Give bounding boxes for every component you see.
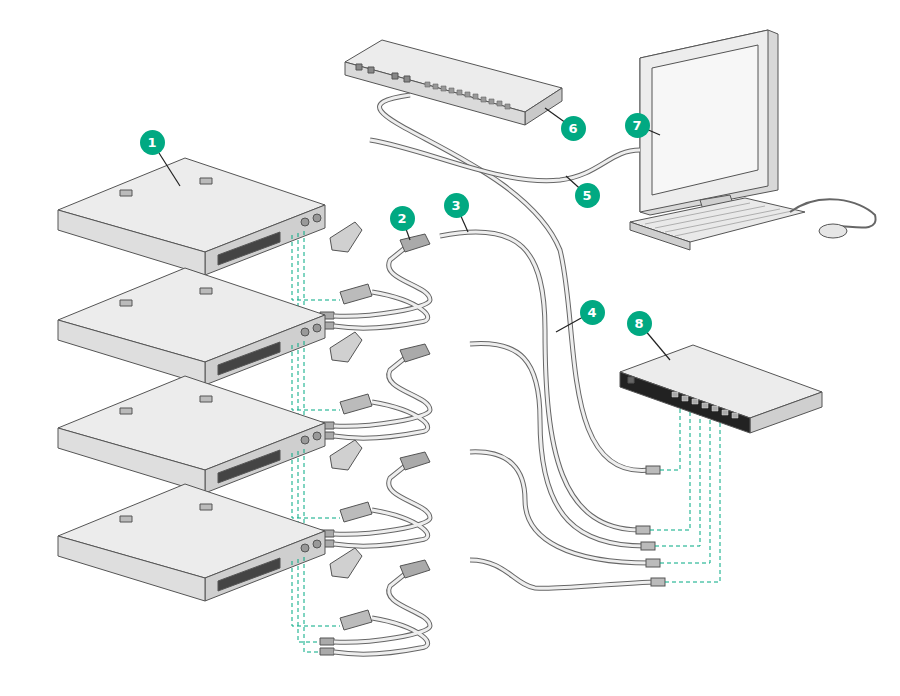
cable [440,232,640,530]
connection-line [660,415,710,563]
connection-line [665,419,720,582]
cable-plug [636,526,650,534]
connection-line [660,398,680,470]
cable [440,232,640,530]
cable [470,344,645,546]
kvm-switch [345,40,562,125]
callout-number: 2 [390,206,415,231]
cable [470,344,645,546]
callout-number: 5 [575,183,600,208]
cable-plug [651,578,665,586]
interface-switch [620,345,822,433]
cable-plug [646,559,660,567]
callout-number: 1 [140,130,165,155]
callout-number: 3 [444,193,469,218]
connection-line [655,412,700,546]
server [58,484,430,655]
callout-number: 6 [561,116,586,141]
cable-plug [646,466,660,474]
console-workstation [370,30,876,250]
callout-number: 8 [627,311,652,336]
cable-plug [641,542,655,550]
cable [470,560,655,588]
cable [470,560,655,588]
leader-lines [152,108,670,360]
callout-number: 7 [625,113,650,138]
callout-number: 4 [580,300,605,325]
servers [58,158,430,655]
